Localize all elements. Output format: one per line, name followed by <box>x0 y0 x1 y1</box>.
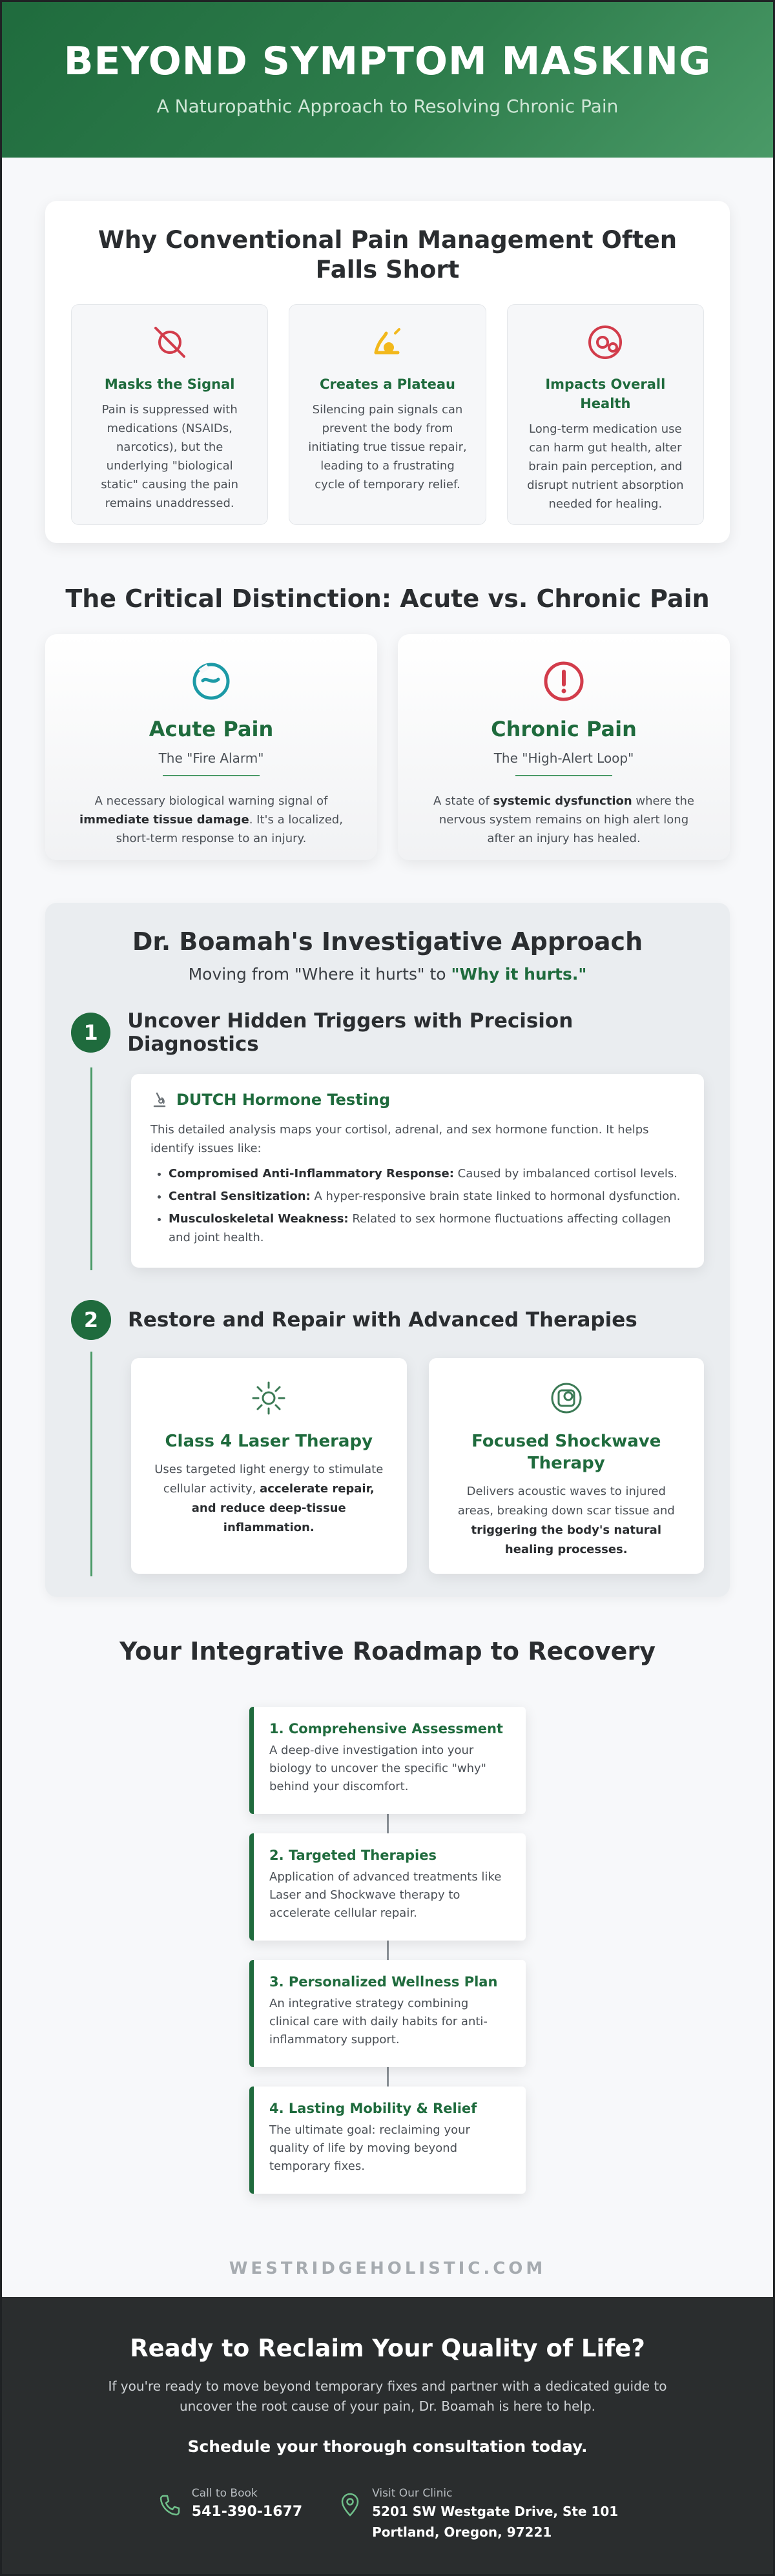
roadmap-step-text: The ultimate goal: reclaiming your quali… <box>269 2123 470 2173</box>
address-line-2: Portland, Oregon, 97221 <box>372 2524 552 2540</box>
divider <box>163 775 260 776</box>
hero-banner: BEYOND SYMPTOM MASKING A Naturopathic Ap… <box>0 0 775 158</box>
footer-cta-text: Schedule your thorough consultation toda… <box>187 2437 588 2456</box>
step-title: Uncover Hidden Triggers with Precision D… <box>127 1009 574 1056</box>
contact-info: Call to Book 541-390-1677 Visit Our Clin… <box>0 2487 775 2541</box>
crossed-pill-icon <box>154 327 185 358</box>
bandage-icon <box>192 663 230 700</box>
roadmap-step-2: 2. Targeted Therapies Application of adv… <box>249 1833 526 1941</box>
list-item: Compromised Anti-Inflammatory Response: … <box>169 1164 685 1183</box>
why-section: Why Conventional Pain Management Often F… <box>45 201 730 543</box>
shockwave-therapy-card: Focused Shockwave Therapy Delivers acous… <box>428 1358 704 1574</box>
chronic-title: Chronic Pain <box>491 717 637 741</box>
step-1-body: DUTCH Hormone Testing This detailed anal… <box>90 1067 704 1270</box>
roadmap-step-text: A deep-dive investigation into your biol… <box>269 1744 486 1793</box>
step-1-header: 1 Uncover Hidden Triggers with Precision… <box>71 1009 704 1056</box>
page-title: BEYOND SYMPTOM MASKING <box>63 39 712 84</box>
alert-icon <box>544 661 584 701</box>
why-card-title: Masks the Signal <box>104 376 235 392</box>
why-card-plateau: Creates a Plateau Silencing pain signals… <box>289 304 486 525</box>
step-number: 2 <box>71 1300 111 1340</box>
approach-title: Dr. Boamah's Investigative Approach <box>132 927 643 956</box>
page-subtitle: A Naturopathic Approach to Resolving Chr… <box>156 96 619 117</box>
chronic-tag: The "High-Alert Loop" <box>493 750 634 766</box>
roadmap-title: Your Integrative Roadmap to Recovery <box>119 1637 656 1665</box>
roadmap-step-title: 2. Targeted Therapies <box>269 1848 437 1863</box>
why-card-title: Creates a Plateau <box>320 376 455 392</box>
step-2-header: 2 Restore and Repair with Advanced Thera… <box>71 1300 704 1340</box>
step-2-body: Class 4 Laser Therapy Uses targeted ligh… <box>90 1352 704 1576</box>
chronic-pain-card: Chronic Pain The "High-Alert Loop" A sta… <box>398 634 730 860</box>
target-icon <box>588 325 623 359</box>
phone-contact[interactable]: Call to Book 541-390-1677 <box>157 2487 302 2541</box>
sun-icon <box>252 1381 285 1415</box>
approach-section: Dr. Boamah's Investigative Approach Movi… <box>45 903 730 1597</box>
plateau-icon <box>374 328 400 355</box>
roadmap-step-text: Application of advanced treatments like … <box>269 1870 502 1920</box>
footer-text: If you're ready to move beyond temporary… <box>108 2378 667 2414</box>
why-card-text: Long-term medication use can harm gut he… <box>527 422 684 511</box>
roadmap-step-title: 4. Lasting Mobility & Relief <box>269 2101 477 2116</box>
laser-text: Uses targeted light energy to stimulate … <box>154 1463 384 1534</box>
website-url[interactable]: WESTRIDGEHOLISTIC.COM <box>229 2259 546 2278</box>
acute-text: A necessary biological warning signal of… <box>79 794 343 845</box>
shockwave-title: Focused Shockwave Therapy <box>471 1432 661 1473</box>
roadmap-step-text: An integrative strategy combining clinic… <box>269 1997 488 2046</box>
acute-tag: The "Fire Alarm" <box>158 750 264 766</box>
chronic-text: A state of systemic dysfunction where th… <box>433 794 694 845</box>
list-item: Musculoskeletal Weakness: Related to sex… <box>169 1210 685 1247</box>
address-contact[interactable]: Visit Our Clinic 5201 SW Westgate Drive,… <box>337 2487 618 2541</box>
distinction-title: The Critical Distinction: Acute vs. Chro… <box>65 584 710 613</box>
phone-number[interactable]: 541-390-1677 <box>191 2504 303 2520</box>
why-title: Why Conventional Pain Management Often F… <box>98 226 677 283</box>
roadmap-step-title: 1. Comprehensive Assessment <box>269 1721 503 1736</box>
list-item: Central Sensitization: A hyper-responsiv… <box>169 1187 685 1206</box>
divider <box>515 775 612 776</box>
acute-title: Acute Pain <box>149 717 274 741</box>
dutch-card: DUTCH Hormone Testing This detailed anal… <box>131 1074 704 1268</box>
roadmap-step-3: 3. Personalized Wellness Plan An integra… <box>249 1960 526 2067</box>
laser-therapy-card: Class 4 Laser Therapy Uses targeted ligh… <box>131 1358 407 1574</box>
roadmap-step-4: 4. Lasting Mobility & Relief The ultimat… <box>249 2087 526 2194</box>
shockwave-text: Delivers acoustic waves to injured areas… <box>457 1485 675 1556</box>
footer-title: Ready to Reclaim Your Quality of Life? <box>130 2334 645 2362</box>
why-card-masks: Masks the Signal Pain is suppressed with… <box>71 304 269 525</box>
address-label: Visit Our Clinic <box>372 2487 453 2500</box>
approach-lead: Moving from "Where it hurts" to "Why it … <box>188 965 587 984</box>
roadmap-step-1: 1. Comprehensive Assessment A deep-dive … <box>249 1707 526 1814</box>
roadmap-step-title: 3. Personalized Wellness Plan <box>269 1974 498 1990</box>
dutch-title: DUTCH Hormone Testing <box>150 1091 685 1109</box>
footer-cta: Ready to Reclaim Your Quality of Life? I… <box>0 2297 775 2576</box>
why-card-health: Impacts Overall Health Long-term medicat… <box>506 304 704 525</box>
why-card-text: Silencing pain signals can prevent the b… <box>308 403 467 491</box>
address-line-1: 5201 SW Westgate Drive, Ste 101 <box>372 2504 619 2519</box>
microscope-icon <box>153 1092 166 1108</box>
dutch-list: Compromised Anti-Inflammatory Response: … <box>150 1164 685 1247</box>
laser-title: Class 4 Laser Therapy <box>165 1432 373 1451</box>
phone-label: Call to Book <box>191 2487 258 2500</box>
shockwave-icon <box>551 1383 582 1414</box>
why-card-title: Impacts Overall Health <box>545 376 666 411</box>
dutch-text: This detailed analysis maps your cortiso… <box>150 1123 649 1155</box>
location-pin-icon <box>341 2493 359 2517</box>
why-card-text: Pain is suppressed with medications (NSA… <box>101 403 239 510</box>
acute-pain-card: Acute Pain The "Fire Alarm" A necessary … <box>45 634 377 860</box>
phone-icon <box>160 2495 180 2516</box>
step-number: 1 <box>71 1013 111 1053</box>
step-title: Restore and Repair with Advanced Therapi… <box>128 1308 637 1332</box>
